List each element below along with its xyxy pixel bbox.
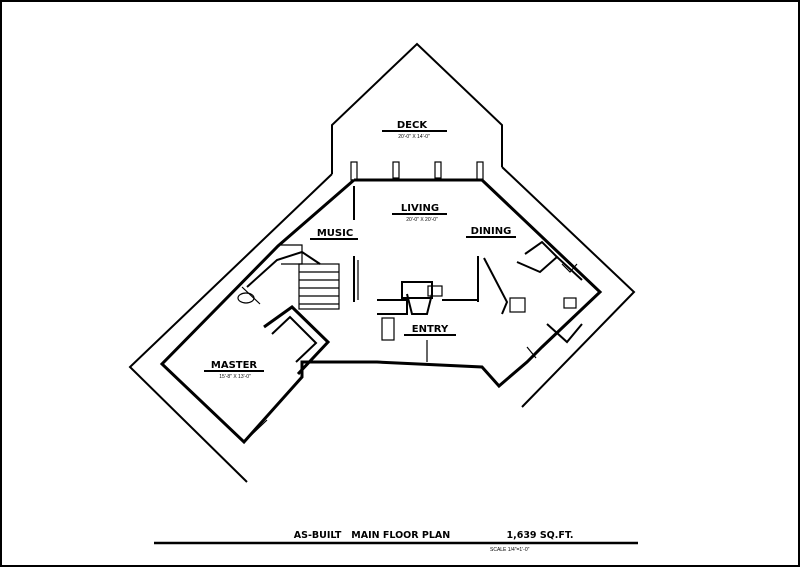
entry-label: ENTRY bbox=[412, 324, 449, 335]
living-dimensions: 20'-0" X 20'-0" bbox=[406, 217, 438, 223]
fireplace bbox=[401, 281, 443, 315]
plan-area: 1,639 SQ.FT. bbox=[506, 530, 573, 541]
deck-label: DECK bbox=[397, 120, 428, 131]
outer-boundary-right bbox=[501, 166, 636, 408]
dining-label: DINING bbox=[471, 226, 512, 237]
outer-boundary bbox=[128, 173, 333, 483]
entry-details bbox=[243, 317, 537, 443]
master-dimensions: 15'-8" X 13'-0" bbox=[219, 374, 251, 380]
kitchen-counters bbox=[509, 240, 583, 344]
deck-outline bbox=[331, 42, 503, 174]
interior-walls bbox=[246, 186, 509, 315]
master-closet bbox=[237, 286, 331, 376]
deck-dimensions: 20'-0" X 14'-0" bbox=[398, 134, 430, 140]
deck-posts bbox=[350, 161, 484, 181]
living-label: LIVING bbox=[401, 203, 439, 214]
master-label: MASTER bbox=[211, 360, 258, 371]
plan-title: AS-BUILT MAIN FLOOR PLAN bbox=[294, 530, 450, 541]
plan-scale: SCALE 1/4"=1'-0" bbox=[490, 547, 530, 553]
exterior-wall bbox=[159, 178, 603, 445]
music-label: MUSIC bbox=[317, 228, 353, 239]
staircase bbox=[281, 244, 340, 310]
